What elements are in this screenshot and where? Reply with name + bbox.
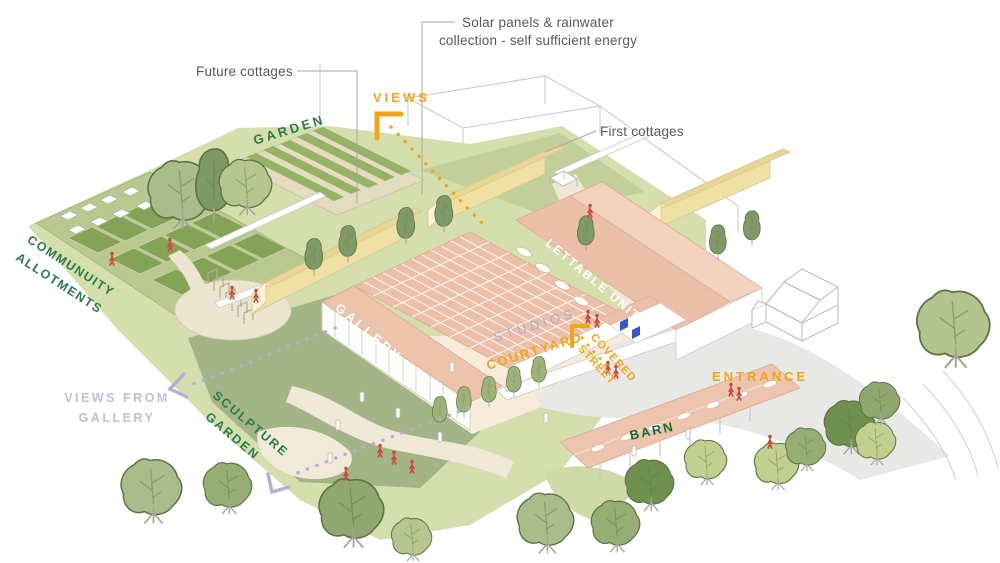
garden-plot: [232, 127, 425, 216]
views-arrowhead: [374, 111, 404, 141]
label-entrance: ENTRANCE: [712, 369, 809, 384]
blue-door: [620, 318, 628, 331]
tree: [915, 289, 991, 369]
contour-lines: [902, 370, 999, 481]
path-gate: [549, 170, 578, 187]
leader-lines: [297, 21, 597, 204]
lower-path: [257, 426, 352, 480]
covered-street-arrowhead: [570, 324, 590, 348]
tree: [390, 517, 433, 562]
views-arrow: [374, 111, 489, 230]
tree: [742, 210, 761, 247]
gallery-view-arrowhead-west: [167, 372, 189, 399]
label-views-from-gallery: VIEWS FROM GALLERY: [58, 388, 176, 428]
rooflights: [516, 246, 589, 307]
solar-leader: [421, 21, 455, 194]
first-cottages-buildings: [251, 144, 792, 315]
blue-door: [632, 326, 640, 339]
tree: [318, 477, 385, 549]
tree: [624, 458, 675, 512]
callout-solar-panels: Solar panels & rainwater collection - se…: [438, 15, 638, 48]
callout-future-cottages: Future cottages: [196, 64, 293, 79]
solar-panel-grid: [363, 236, 615, 365]
first-cottages-leader: [544, 130, 597, 153]
gallery-building: [321, 285, 503, 431]
covered-street-arrow: [570, 324, 613, 373]
tree: [202, 461, 253, 515]
tree: [590, 499, 641, 553]
lettable-units-building: [515, 181, 763, 361]
barn-rooflights: [591, 380, 777, 452]
label-views-from-gallery-line2: GALLERY: [78, 411, 156, 425]
cottage-block-right: [647, 148, 792, 233]
gallery-view-arrowhead-south: [266, 472, 291, 495]
tree: [120, 458, 183, 525]
existing-house-outline: [751, 268, 839, 342]
tree: [516, 492, 575, 555]
tree: [683, 439, 728, 486]
label-views: VIEWS: [373, 90, 430, 105]
future-cottages-leader: [297, 70, 358, 204]
barn-building: [559, 363, 801, 479]
views-from-gallery-arrows: [167, 326, 470, 495]
sculpture-path: [286, 386, 514, 478]
cottage-block-left: [251, 207, 423, 315]
covered-street-building: [599, 295, 687, 344]
views-dotted-trail: [389, 125, 489, 230]
label-views-from-gallery-line1: VIEWS FROM: [64, 391, 170, 405]
callout-first-cottages: First cottages: [600, 124, 684, 139]
cottage-block-middle: [427, 144, 566, 229]
